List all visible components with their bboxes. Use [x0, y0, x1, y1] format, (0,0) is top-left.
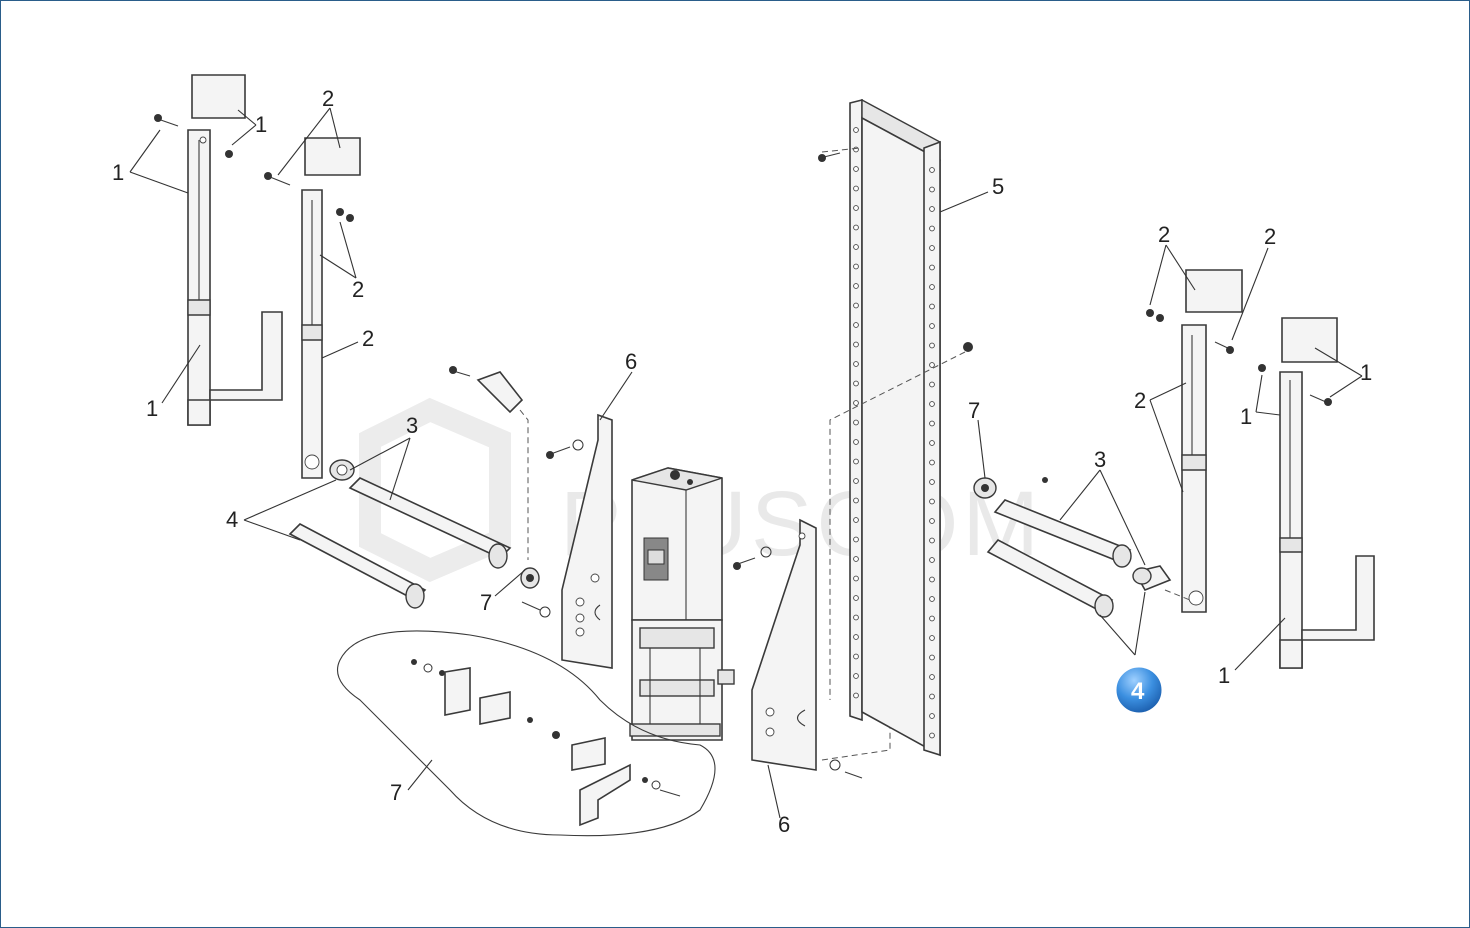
rail-hole [929, 401, 935, 407]
rail-hole [853, 283, 859, 289]
right-arm-bracket-1 [1258, 317, 1375, 669]
callout-7-left: 7 [480, 590, 492, 615]
rail-hole [929, 264, 935, 271]
rail-hole [853, 653, 859, 660]
callout-6-left: 6 [625, 349, 637, 374]
callout-1-left-plate: 1 [255, 112, 267, 137]
rail-hole [853, 634, 859, 640]
rail-hole [929, 303, 935, 310]
callout-7-detail: 7 [390, 780, 402, 805]
rail-hole [853, 595, 859, 601]
leader-lines [129, 107, 1363, 819]
rail-hole [853, 322, 859, 328]
rail-hole [929, 186, 935, 193]
mounting-plate-left [521, 413, 613, 669]
rail-hole [853, 302, 859, 309]
rail-hole [929, 674, 935, 680]
rail-hole [929, 498, 935, 505]
callout-labels: 1 1 1 2 2 2 3 4 7 6 6 7 5 7 3 2 2 2 1 1 … [112, 86, 1372, 837]
callout-2-left-nuts: 2 [352, 277, 364, 302]
hardware-detail-group [336, 630, 716, 837]
rail-hole [929, 342, 935, 349]
rail-hole [929, 596, 935, 602]
callout-2-right-bolt: 2 [1264, 224, 1276, 249]
rail-hole [929, 557, 935, 563]
callout-1-left-top: 1 [112, 160, 124, 185]
rail-hole [853, 497, 859, 504]
rail-hole [853, 185, 859, 192]
rail-hole [929, 693, 935, 700]
rail-hole [853, 673, 859, 679]
callout-2-right-arm: 2 [1134, 388, 1146, 413]
callout-2-right-top: 2 [1158, 222, 1170, 247]
right-arm-bracket-2 [1146, 269, 1243, 613]
rail-hole [853, 205, 859, 211]
rail-hole [929, 576, 935, 583]
rail-hole [853, 244, 859, 250]
rail-hole [929, 323, 935, 329]
right-shafts [973, 477, 1172, 618]
rail-hole [929, 440, 935, 446]
rail-hole [853, 127, 859, 133]
rail-holes [853, 127, 935, 739]
callout-3-right: 3 [1094, 447, 1106, 472]
badge-number: 4 [1131, 678, 1145, 705]
rail-hole [853, 536, 859, 543]
rail-hole [853, 458, 859, 465]
rail-hole [853, 361, 859, 367]
left-pin-assembly [449, 366, 529, 560]
highlight-badge-4[interactable]: 4 [1113, 664, 1165, 716]
callout-7-right: 7 [968, 398, 980, 423]
rail-hole [929, 381, 935, 388]
rail-hole [929, 635, 935, 641]
rail-hole [929, 479, 935, 485]
callout-1-left-hook: 1 [146, 396, 158, 421]
central-actuator [629, 467, 735, 741]
rail-hole [929, 206, 935, 212]
rail-hole [929, 362, 935, 368]
rail-hole [929, 167, 935, 173]
rail-hole [929, 284, 935, 290]
rail-hole [853, 517, 859, 523]
rail-hole [929, 225, 935, 232]
left-arm-bracket-2 [264, 137, 361, 479]
rail-hole [853, 478, 859, 484]
rail-hole [853, 419, 859, 426]
callout-1-right-plate: 1 [1360, 360, 1372, 385]
callout-1-right-arm: 1 [1240, 404, 1252, 429]
callout-1-right-hook: 1 [1218, 663, 1230, 688]
rail-hole [853, 439, 859, 445]
rail-hole [929, 518, 935, 524]
rail-hole [853, 575, 859, 582]
callout-2-left-arm: 2 [362, 326, 374, 351]
rail-hole [853, 341, 859, 348]
rail-hole [853, 166, 859, 172]
rail-hole [853, 614, 859, 621]
left-arm-bracket-1 [154, 74, 283, 426]
vertical-rail [818, 98, 973, 757]
rail-hole [853, 556, 859, 562]
rail-hole [929, 615, 935, 622]
left-shafts [288, 459, 540, 609]
rail-hole [929, 713, 935, 719]
rail-hole [929, 654, 935, 661]
rail-hole [929, 245, 935, 251]
callout-6-right: 6 [778, 812, 790, 837]
callout-2-left-top: 2 [322, 86, 334, 111]
rail-hole [853, 380, 859, 387]
rail-hole [929, 459, 935, 466]
rail-hole [929, 420, 935, 427]
callout-3-left: 3 [406, 413, 418, 438]
callout-5-rail: 5 [992, 174, 1004, 199]
rail-hole [853, 224, 859, 231]
rail-hole [929, 732, 935, 739]
rail-hole [929, 537, 935, 544]
rail-hole [853, 263, 859, 270]
rail-hole [853, 692, 859, 699]
callout-4-left: 4 [226, 507, 238, 532]
rail-hole [853, 400, 859, 406]
